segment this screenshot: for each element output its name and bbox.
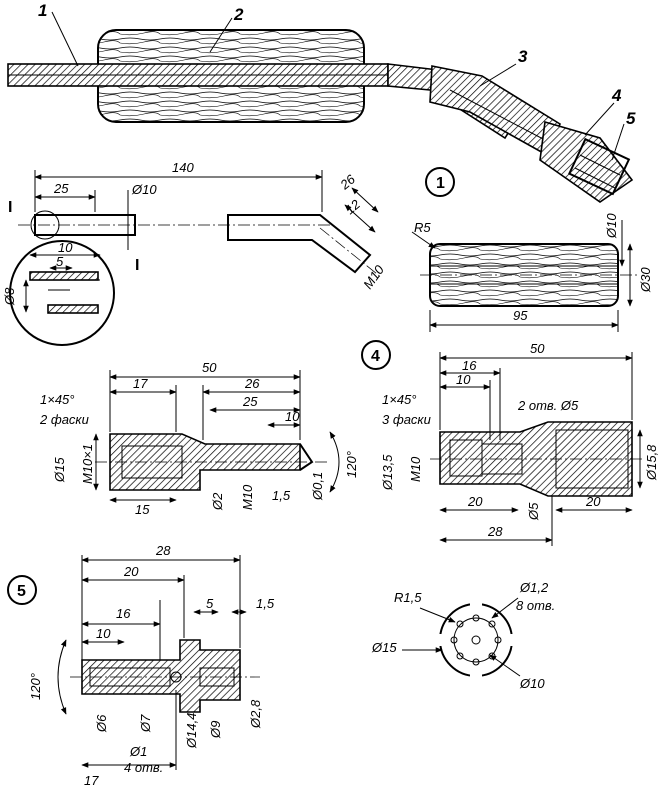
p4-dim-28: 28 [487, 524, 503, 539]
p5-dim-dia7: Ø7 [138, 714, 153, 733]
p3-angle: 120° [344, 451, 359, 478]
p5-dim-dia2-8: Ø2,8 [248, 699, 263, 729]
p5-dim-dia6: Ø6 [94, 714, 109, 733]
part3-union-drawing: 50 17 26 25 10 1×45° 2 фаски Ø15 M10×1 1… [39, 360, 359, 517]
callout-5: 5 [626, 109, 636, 128]
dim-12: 12 [342, 196, 363, 217]
p5-dim-28: 28 [155, 543, 171, 558]
part4-drawing: 4 50 16 10 1×45° 3 фаски 2 отв. Ø5 Ø13,5… [361, 340, 659, 546]
dim-26: 26 [337, 171, 359, 193]
p4-dim-20a: 20 [467, 494, 483, 509]
handle-dim-95: 95 [513, 308, 528, 323]
part5-drawing: 5 28 20 16 10 5 1,5 120° Ø6 Ø7 Ø14,4 Ø9 … [7, 543, 275, 788]
p5-dim-1-5: 1,5 [256, 596, 275, 611]
burner-disc-drawing: R1,5 Ø1,2 8 отв. Ø15 Ø10 [371, 580, 555, 691]
p3-dim-m10: M10 [240, 484, 255, 510]
part5-label: 5 [17, 583, 26, 600]
p4-dim-thread: M10 [408, 456, 423, 482]
callout-1: 1 [38, 1, 47, 20]
dim-dia10: Ø10 [131, 182, 157, 197]
p4-dim-20b: 20 [585, 494, 601, 509]
section-mark-I-left: I [8, 199, 12, 216]
p3-chamfer: 1×45° [40, 392, 74, 407]
tube-right-segment [227, 214, 372, 274]
p4-dim-50: 50 [530, 341, 545, 356]
handle-drawing: 1 R5 Ø10 Ø30 95 [411, 167, 653, 332]
nozzle-part4-shape [539, 120, 634, 203]
p4-dim-10: 10 [456, 372, 471, 387]
callout-2: 2 [233, 5, 244, 24]
p5-dim-dia9: Ø9 [208, 721, 223, 739]
handle-dim-r5: R5 [414, 220, 431, 235]
p4-chamfer: 1×45° [382, 392, 416, 407]
part5-label-circle [7, 575, 37, 605]
part4-label-circle [361, 340, 391, 370]
p5-dim-5: 5 [206, 596, 214, 611]
p5-dim-16: 16 [116, 606, 131, 621]
p3-chamfer-count: 2 фаски [39, 412, 89, 427]
p5-dim-dia14-4: Ø14,4 [184, 713, 199, 749]
p3-dim-15: 15 [135, 502, 150, 517]
union-part3-shape [429, 65, 562, 156]
part1-tube-drawing: 140 25 Ø10 26 12 M10 I I 10 5 Ø8 [2, 160, 387, 346]
disc-dim-dia10: Ø10 [519, 676, 545, 691]
p4-holes: 2 отв. Ø5 [517, 398, 579, 413]
part4-label: 4 [371, 348, 380, 365]
dim-140: 140 [172, 160, 194, 175]
detail-I-circle [9, 240, 115, 346]
disc-holes: 8 отв. [516, 598, 555, 613]
p3-dim-50: 50 [202, 360, 217, 375]
p3-dim-25: 25 [242, 394, 258, 409]
p3-dim-dia0-1: Ø0,1 [310, 472, 325, 501]
p5-angle: 120° [28, 673, 43, 700]
p3-dim-17: 17 [133, 376, 148, 391]
callout-4: 4 [611, 86, 622, 105]
dim-thread-m10: M10 [360, 262, 387, 292]
burner-part5-shape [567, 137, 631, 196]
p5-dim-dia1: Ø1 [129, 744, 147, 759]
assembly-view: 1 2 3 4 5 [7, 1, 636, 203]
p5-dim-20: 20 [123, 564, 139, 579]
p5-dim-10: 10 [96, 626, 111, 641]
dim-25: 25 [53, 181, 69, 196]
p3-dim-thread: M10×1 [80, 444, 95, 484]
p4-dim-dia5: Ø5 [526, 502, 541, 521]
detail-dim-5: 5 [56, 254, 64, 269]
part5-body [81, 639, 241, 713]
p3-dim-1-5: 1,5 [272, 488, 291, 503]
p3-dim-dia2: Ø2 [210, 492, 225, 511]
p4-dim-16: 16 [462, 358, 477, 373]
handle-label-circle [425, 167, 455, 197]
disc-dim-dia1-2: Ø1,2 [519, 580, 549, 595]
p5-dim-17: 17 [84, 773, 99, 788]
p4-chamfer-count: 3 фаски [382, 412, 431, 427]
p4-dim-dia13-5: Ø13,5 [380, 454, 395, 491]
handle-dim-dia10: Ø10 [604, 213, 619, 239]
section-mark-I-right: I [135, 257, 139, 274]
handle-dim-dia30: Ø30 [638, 267, 653, 293]
callout-3: 3 [518, 47, 528, 66]
detail-dim-10: 10 [58, 240, 73, 255]
handle-label: 1 [436, 175, 445, 192]
disc-dim-r1-5: R1,5 [394, 590, 422, 605]
p4-dim-dia15-8: Ø15,8 [644, 444, 659, 481]
disc-dim-dia15: Ø15 [371, 640, 397, 655]
p3-dim-dia15: Ø15 [52, 457, 67, 483]
detail-dim-dia8: Ø8 [2, 287, 17, 306]
p3-dim-10: 10 [285, 409, 300, 424]
p3-dim-26: 26 [244, 376, 260, 391]
p5-holes: 4 отв. [124, 760, 163, 775]
